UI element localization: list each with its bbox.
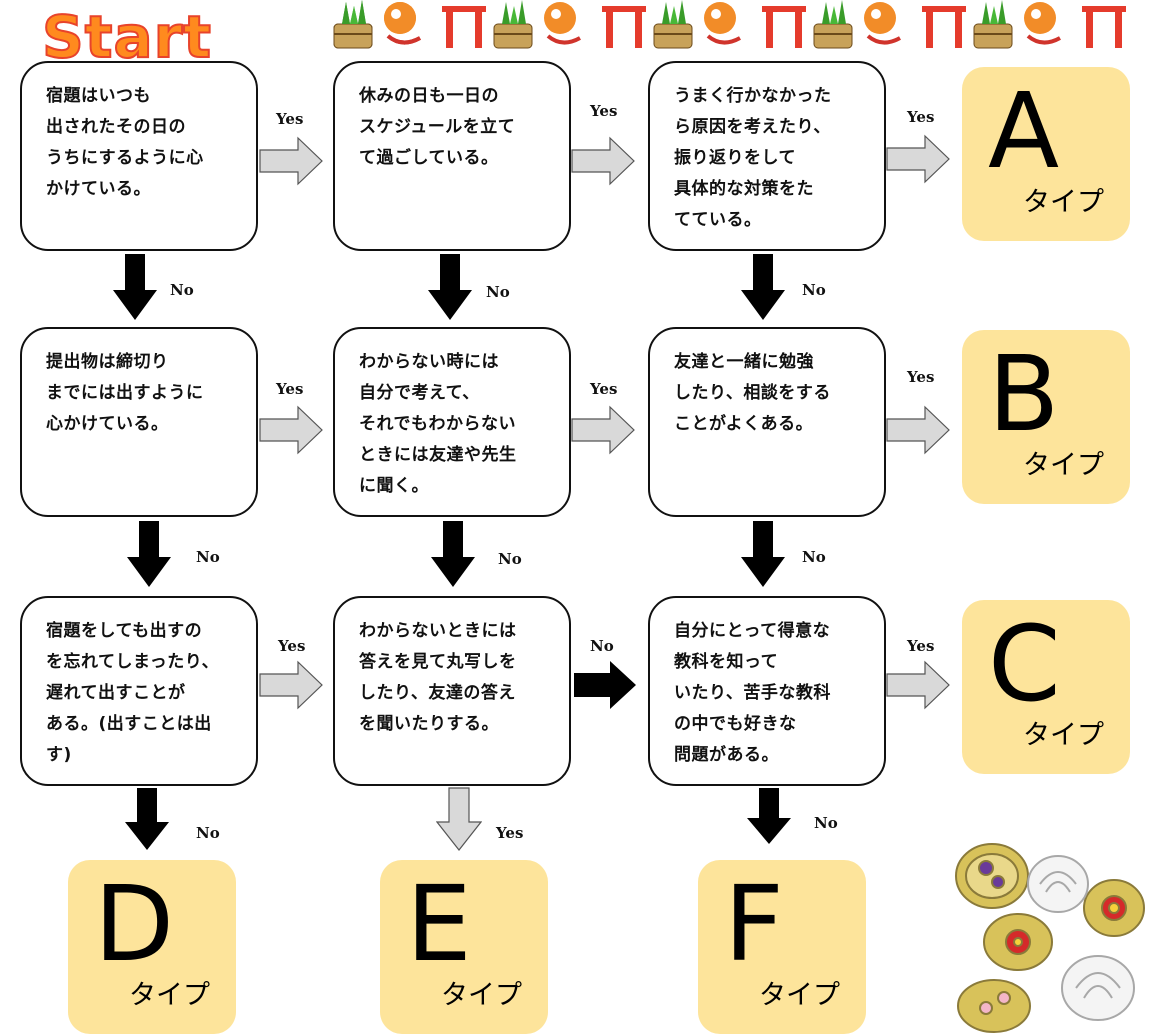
result-type-label: タイプ: [1023, 187, 1104, 218]
yes-arrow: [886, 405, 950, 455]
result-type-label: タイプ: [1023, 450, 1104, 481]
result-type-label: タイプ: [129, 980, 210, 1011]
no-arrow: [741, 521, 785, 587]
result-box-a: A タイプ: [962, 67, 1130, 241]
new-year-decoration-icon: [332, 0, 1128, 50]
question-box-4: 提出物は締切り までには出すように 心かけている。: [20, 327, 258, 517]
no-arrow: [574, 661, 636, 709]
no-label: No: [814, 814, 838, 832]
no-label: No: [498, 550, 522, 568]
no-label: No: [170, 281, 194, 299]
yes-arrow: [436, 787, 482, 851]
yes-arrow: [571, 136, 635, 186]
yes-arrow: [259, 660, 323, 710]
result-type-label: タイプ: [441, 980, 522, 1011]
result-letter: B: [988, 333, 1060, 455]
question-text: 自分にとって得意な 教科を知って いたり、苦手な教科 の中でも好きな 問題がある…: [674, 621, 831, 765]
yes-label: Yes: [276, 380, 304, 398]
result-type-label: タイプ: [1023, 720, 1104, 751]
result-letter: C: [988, 603, 1061, 725]
question-text: 宿題をしても出すの を忘れてしまったり、 遅れて出すことが ある。(出すことは出…: [46, 621, 220, 765]
no-label: No: [590, 637, 614, 655]
start-title: Start: [41, 2, 212, 72]
question-box-5: わからない時には 自分で考えて、 それでもわからない ときには友達や先生 に聞く…: [333, 327, 571, 517]
yes-arrow: [259, 405, 323, 455]
yes-label: Yes: [590, 380, 618, 398]
no-arrow: [747, 788, 791, 844]
question-box-2: 休みの日も一日の スケジュールを立て て過ごしている。: [333, 61, 571, 251]
no-arrow: [428, 254, 472, 320]
yes-arrow: [886, 660, 950, 710]
no-arrow: [431, 521, 475, 587]
clam-shells-icon: [955, 843, 1145, 1033]
question-box-6: 友達と一緒に勉強 したり、相談をする ことがよくある。: [648, 327, 886, 517]
no-arrow: [125, 788, 169, 850]
result-letter: E: [406, 863, 472, 985]
result-box-d: D タイプ: [68, 860, 236, 1034]
result-letter: A: [988, 70, 1060, 192]
question-text: 提出物は締切り までには出すように 心かけている。: [46, 352, 204, 434]
no-label: No: [196, 824, 220, 842]
question-text: うまく行かなかった ら原因を考えたり、 振り返りをして 具体的な対策をた ててい…: [674, 86, 832, 230]
yes-label: Yes: [276, 110, 304, 128]
no-arrow: [127, 521, 171, 587]
question-text: わからない時には 自分で考えて、 それでもわからない ときには友達や先生 に聞く…: [359, 352, 517, 496]
result-box-b: B タイプ: [962, 330, 1130, 504]
yes-label: Yes: [907, 108, 935, 126]
yes-label: Yes: [278, 637, 306, 655]
question-text: 宿題はいつも 出されたその日の うちにするように心 かけている。: [46, 86, 204, 199]
result-box-e: E タイプ: [380, 860, 548, 1034]
yes-arrow: [259, 136, 323, 186]
result-box-c: C タイプ: [962, 600, 1130, 774]
result-type-label: タイプ: [759, 980, 840, 1011]
yes-label: Yes: [590, 102, 618, 120]
question-box-7: 宿題をしても出すの を忘れてしまったり、 遅れて出すことが ある。(出すことは出…: [20, 596, 258, 786]
no-arrow: [113, 254, 157, 320]
result-letter: F: [724, 863, 784, 985]
question-text: わからないときには 答えを見て丸写しを したり、友達の答え を聞いたりする。: [359, 621, 517, 734]
yes-label: Yes: [907, 637, 935, 655]
no-arrow: [741, 254, 785, 320]
yes-arrow: [571, 405, 635, 455]
question-text: 休みの日も一日の スケジュールを立て て過ごしている。: [359, 86, 516, 168]
yes-arrow: [886, 134, 950, 184]
result-letter: D: [94, 863, 175, 985]
no-label: No: [486, 283, 510, 301]
question-box-3: うまく行かなかった ら原因を考えたり、 振り返りをして 具体的な対策をた ててい…: [648, 61, 886, 251]
question-box-9: 自分にとって得意な 教科を知って いたり、苦手な教科 の中でも好きな 問題がある…: [648, 596, 886, 786]
yes-label: Yes: [907, 368, 935, 386]
question-box-1: 宿題はいつも 出されたその日の うちにするように心 かけている。: [20, 61, 258, 251]
result-box-f: F タイプ: [698, 860, 866, 1034]
no-label: No: [196, 548, 220, 566]
question-text: 友達と一緒に勉強 したり、相談をする ことがよくある。: [674, 352, 831, 434]
yes-label: Yes: [496, 824, 524, 842]
no-label: No: [802, 548, 826, 566]
question-box-8: わからないときには 答えを見て丸写しを したり、友達の答え を聞いたりする。: [333, 596, 571, 786]
no-label: No: [802, 281, 826, 299]
